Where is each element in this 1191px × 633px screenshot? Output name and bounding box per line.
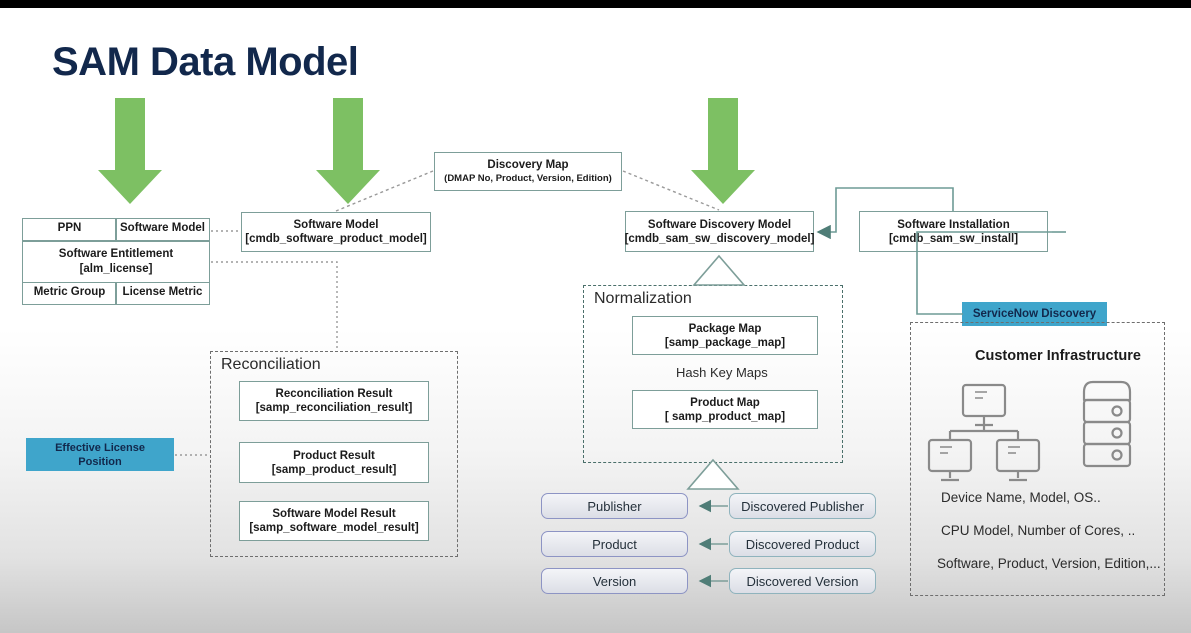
- node-title: Software Model: [293, 219, 379, 231]
- ci-line-3: Software, Product, Version, Edition,...: [937, 556, 1161, 571]
- node-table-ref: [samp_reconciliation_result]: [255, 402, 413, 414]
- node-title: Product Map: [690, 396, 760, 409]
- box-discovered-product: Discovered Product: [729, 531, 876, 557]
- node-title: Software Discovery Model: [647, 218, 792, 231]
- node-title: Package Map: [688, 322, 762, 335]
- link-entitlement-to-reconciliation: [211, 261, 338, 351]
- node-title: Software Model Result: [272, 508, 396, 520]
- node-fields: (DMAP No, Product, Version, Edition): [444, 172, 612, 184]
- link-installation-to-discovery-model: [835, 187, 954, 212]
- badge-effective-license-position: Effective License Position: [26, 438, 174, 471]
- entitlement-row-bottom: Metric Group License Metric: [22, 281, 210, 306]
- box-product: Product: [541, 531, 688, 557]
- generalization-triangle-normalization: [692, 254, 746, 286]
- node-title: Reconciliation Result: [275, 388, 393, 400]
- arrow-shaft: [115, 98, 145, 172]
- arrow-shaft: [333, 98, 363, 172]
- box-label: Product: [592, 536, 637, 552]
- node-table-ref: [cmdb_sam_sw_install]: [888, 232, 1019, 245]
- node-product-map: Product Map [ samp_product_map]: [632, 390, 818, 429]
- node-software-discovery-model: Software Discovery Model [cmdb_sam_sw_di…: [625, 211, 814, 252]
- hash-key-maps-label: Hash Key Maps: [676, 365, 768, 380]
- node-title: Software Installation: [897, 218, 1010, 231]
- arrow-head: [316, 170, 380, 204]
- node-table-ref: [cmdb_software_product_model]: [245, 233, 427, 245]
- node-table-ref: [samp_product_result]: [271, 463, 397, 476]
- green-arrow-right: [675, 98, 771, 204]
- box-discovered-publisher: Discovered Publisher: [729, 493, 876, 519]
- entitlement-row-top: PPN Software Model: [22, 218, 210, 242]
- node-table-ref: [samp_package_map]: [664, 336, 786, 349]
- cell-ppn: PPN: [22, 218, 117, 242]
- group-label-reconciliation: Reconciliation: [221, 356, 321, 373]
- badge-line2: Position: [78, 455, 122, 468]
- generalization-triangle-bottom: [686, 458, 740, 490]
- entitlement-name: Software Entitlement: [58, 248, 174, 261]
- box-publisher: Publisher: [541, 493, 688, 519]
- arrow-head: [98, 170, 162, 204]
- node-product-result: Product Result [samp_product_result]: [239, 442, 429, 483]
- group-customer-infrastructure: [910, 322, 1165, 596]
- cell-license-metric: License Metric: [115, 281, 210, 306]
- node-reconciliation-result: Reconciliation Result [samp_reconciliati…: [239, 381, 429, 421]
- entitlement-table-ref: [alm_license]: [79, 263, 153, 276]
- entitlement-row-middle: Software Entitlement [alm_license]: [22, 240, 210, 284]
- box-label: Publisher: [587, 498, 642, 514]
- green-arrow-left: [82, 98, 178, 204]
- cell-metric-group: Metric Group: [22, 281, 117, 306]
- box-discovered-version: Discovered Version: [729, 568, 876, 594]
- group-label-normalization: Normalization: [594, 290, 692, 307]
- box-label: Discovered Version: [746, 573, 859, 589]
- arrow-installation-to-discovery-model: [816, 212, 837, 240]
- node-discovery-map: Discovery Map (DMAP No, Product, Version…: [434, 152, 622, 191]
- top-black-bar: [0, 0, 1191, 8]
- node-software-model: Software Model [cmdb_software_product_mo…: [241, 212, 431, 252]
- cell-software-model: Software Model: [115, 218, 210, 242]
- green-arrow-middle: [300, 98, 396, 204]
- node-software-installation: Software Installation [cmdb_sam_sw_insta…: [859, 211, 1048, 252]
- node-software-model-result: Software Model Result [samp_software_mod…: [239, 501, 429, 541]
- customer-infrastructure-title: Customer Infrastructure: [975, 348, 1141, 364]
- node-table-ref: [cmdb_sam_sw_discovery_model]: [624, 232, 815, 245]
- node-table-ref: [ samp_product_map]: [664, 410, 786, 423]
- page-title: SAM Data Model: [52, 40, 359, 84]
- node-package-map: Package Map [samp_package_map]: [632, 316, 818, 355]
- group-reconciliation: Reconciliation: [210, 351, 458, 557]
- ci-line-1: Device Name, Model, OS..: [941, 490, 1101, 505]
- box-label: Discovered Publisher: [741, 498, 864, 514]
- node-title: Discovery Map: [487, 158, 569, 171]
- badge-label: ServiceNow Discovery: [972, 308, 1097, 320]
- arrow-shaft: [708, 98, 738, 172]
- box-label: Discovered Product: [745, 536, 860, 552]
- software-entitlement-table: PPN Software Model Software Entitlement …: [22, 218, 210, 306]
- ci-line-2: CPU Model, Number of Cores, ..: [941, 523, 1136, 538]
- badge-line1: Effective License: [55, 441, 145, 454]
- box-label: Version: [592, 573, 637, 589]
- arrow-head: [691, 170, 755, 204]
- node-table-ref: [samp_software_model_result]: [249, 522, 419, 534]
- box-version: Version: [541, 568, 688, 594]
- node-title: Product Result: [293, 449, 375, 462]
